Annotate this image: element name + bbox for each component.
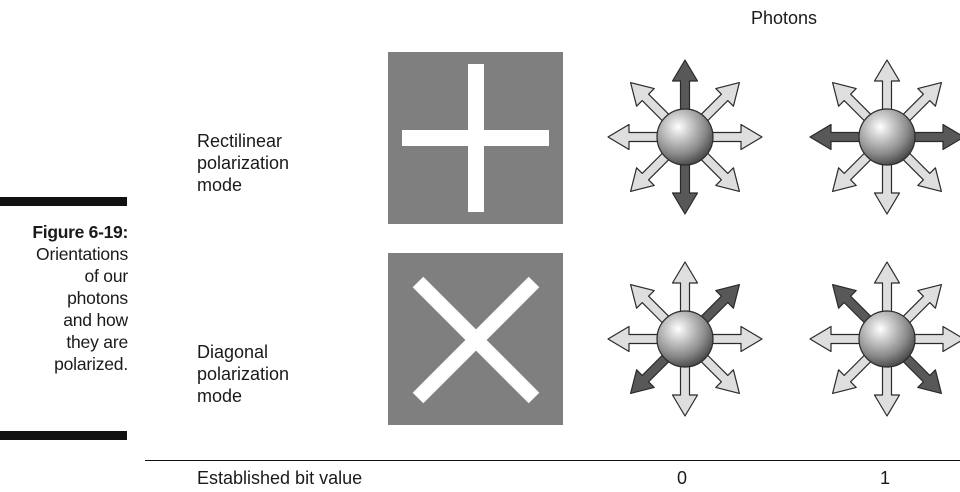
figure-caption-text: Orientations of our photons and how they… — [36, 244, 128, 374]
arrow-up-icon — [873, 59, 901, 113]
diagonal-mode-label: Diagonal polarization mode — [197, 342, 290, 406]
arrow-up-right-icon — [698, 82, 741, 124]
rectilinear-mode-box — [388, 52, 563, 224]
photon-sphere-icon — [656, 108, 714, 166]
arrow-left-icon — [809, 123, 863, 151]
diagonal-mode-box — [388, 253, 563, 425]
figure-label: Figure 6-19: — [32, 222, 128, 242]
arrow-left-icon — [607, 325, 661, 353]
figure-caption: Figure 6-19: Orientations of our photons… — [32, 221, 128, 375]
photon-sphere-icon — [858, 310, 916, 368]
photon-sphere-icon — [858, 108, 916, 166]
arrow-up-icon — [873, 261, 901, 315]
arrow-left-icon — [607, 123, 661, 151]
photon-icon — [809, 59, 960, 215]
arrow-down-icon — [873, 161, 901, 215]
arrow-left-icon — [809, 325, 863, 353]
arrow-down-left-icon — [630, 352, 672, 394]
arrow-up-icon — [671, 261, 699, 315]
photon-diagonal-bit-0 — [607, 259, 763, 419]
arrow-right-icon — [709, 325, 763, 353]
photon-icon — [607, 59, 763, 215]
plus-icon — [402, 64, 549, 212]
arrow-up-right-icon — [900, 82, 943, 124]
photon-icon — [809, 261, 960, 417]
arrow-right-icon — [709, 123, 763, 151]
established-bit-value-label: Established bit value — [197, 468, 363, 488]
photon-rectilinear-bit-1 — [809, 57, 960, 217]
caption-top-rule — [0, 197, 127, 206]
arrow-up-left-icon — [832, 82, 874, 124]
bit-value-0: 0 — [677, 468, 688, 488]
arrow-down-icon — [873, 363, 901, 417]
arrow-right-icon — [911, 325, 960, 353]
arrow-down-left-icon — [832, 352, 874, 394]
arrow-down-icon — [671, 363, 699, 417]
arrow-up-right-icon — [698, 284, 741, 326]
arrow-right-icon — [911, 123, 960, 151]
arrow-up-left-icon — [630, 82, 672, 124]
photon-sphere-icon — [656, 310, 714, 368]
photon-rectilinear-bit-0 — [607, 57, 763, 217]
arrow-down-right-icon — [900, 352, 943, 394]
arrow-down-right-icon — [900, 150, 943, 192]
photon-diagonal-bit-1 — [809, 259, 960, 419]
photons-header: Photons — [751, 8, 818, 28]
arrow-down-left-icon — [630, 150, 672, 192]
caption-bottom-rule — [0, 431, 127, 440]
arrow-down-right-icon — [698, 150, 741, 192]
bit-value-divider — [145, 460, 960, 461]
bit-value-1: 1 — [880, 468, 891, 488]
arrow-down-right-icon — [698, 352, 741, 394]
arrow-up-icon — [671, 59, 699, 113]
arrow-up-left-icon — [832, 284, 874, 326]
arrow-down-icon — [671, 161, 699, 215]
x-icon — [412, 276, 540, 404]
rectilinear-mode-label: Rectilinear polarization mode — [197, 131, 290, 195]
arrow-up-right-icon — [900, 284, 943, 326]
photon-icon — [607, 261, 763, 417]
arrow-down-left-icon — [832, 150, 874, 192]
arrow-up-left-icon — [630, 284, 672, 326]
